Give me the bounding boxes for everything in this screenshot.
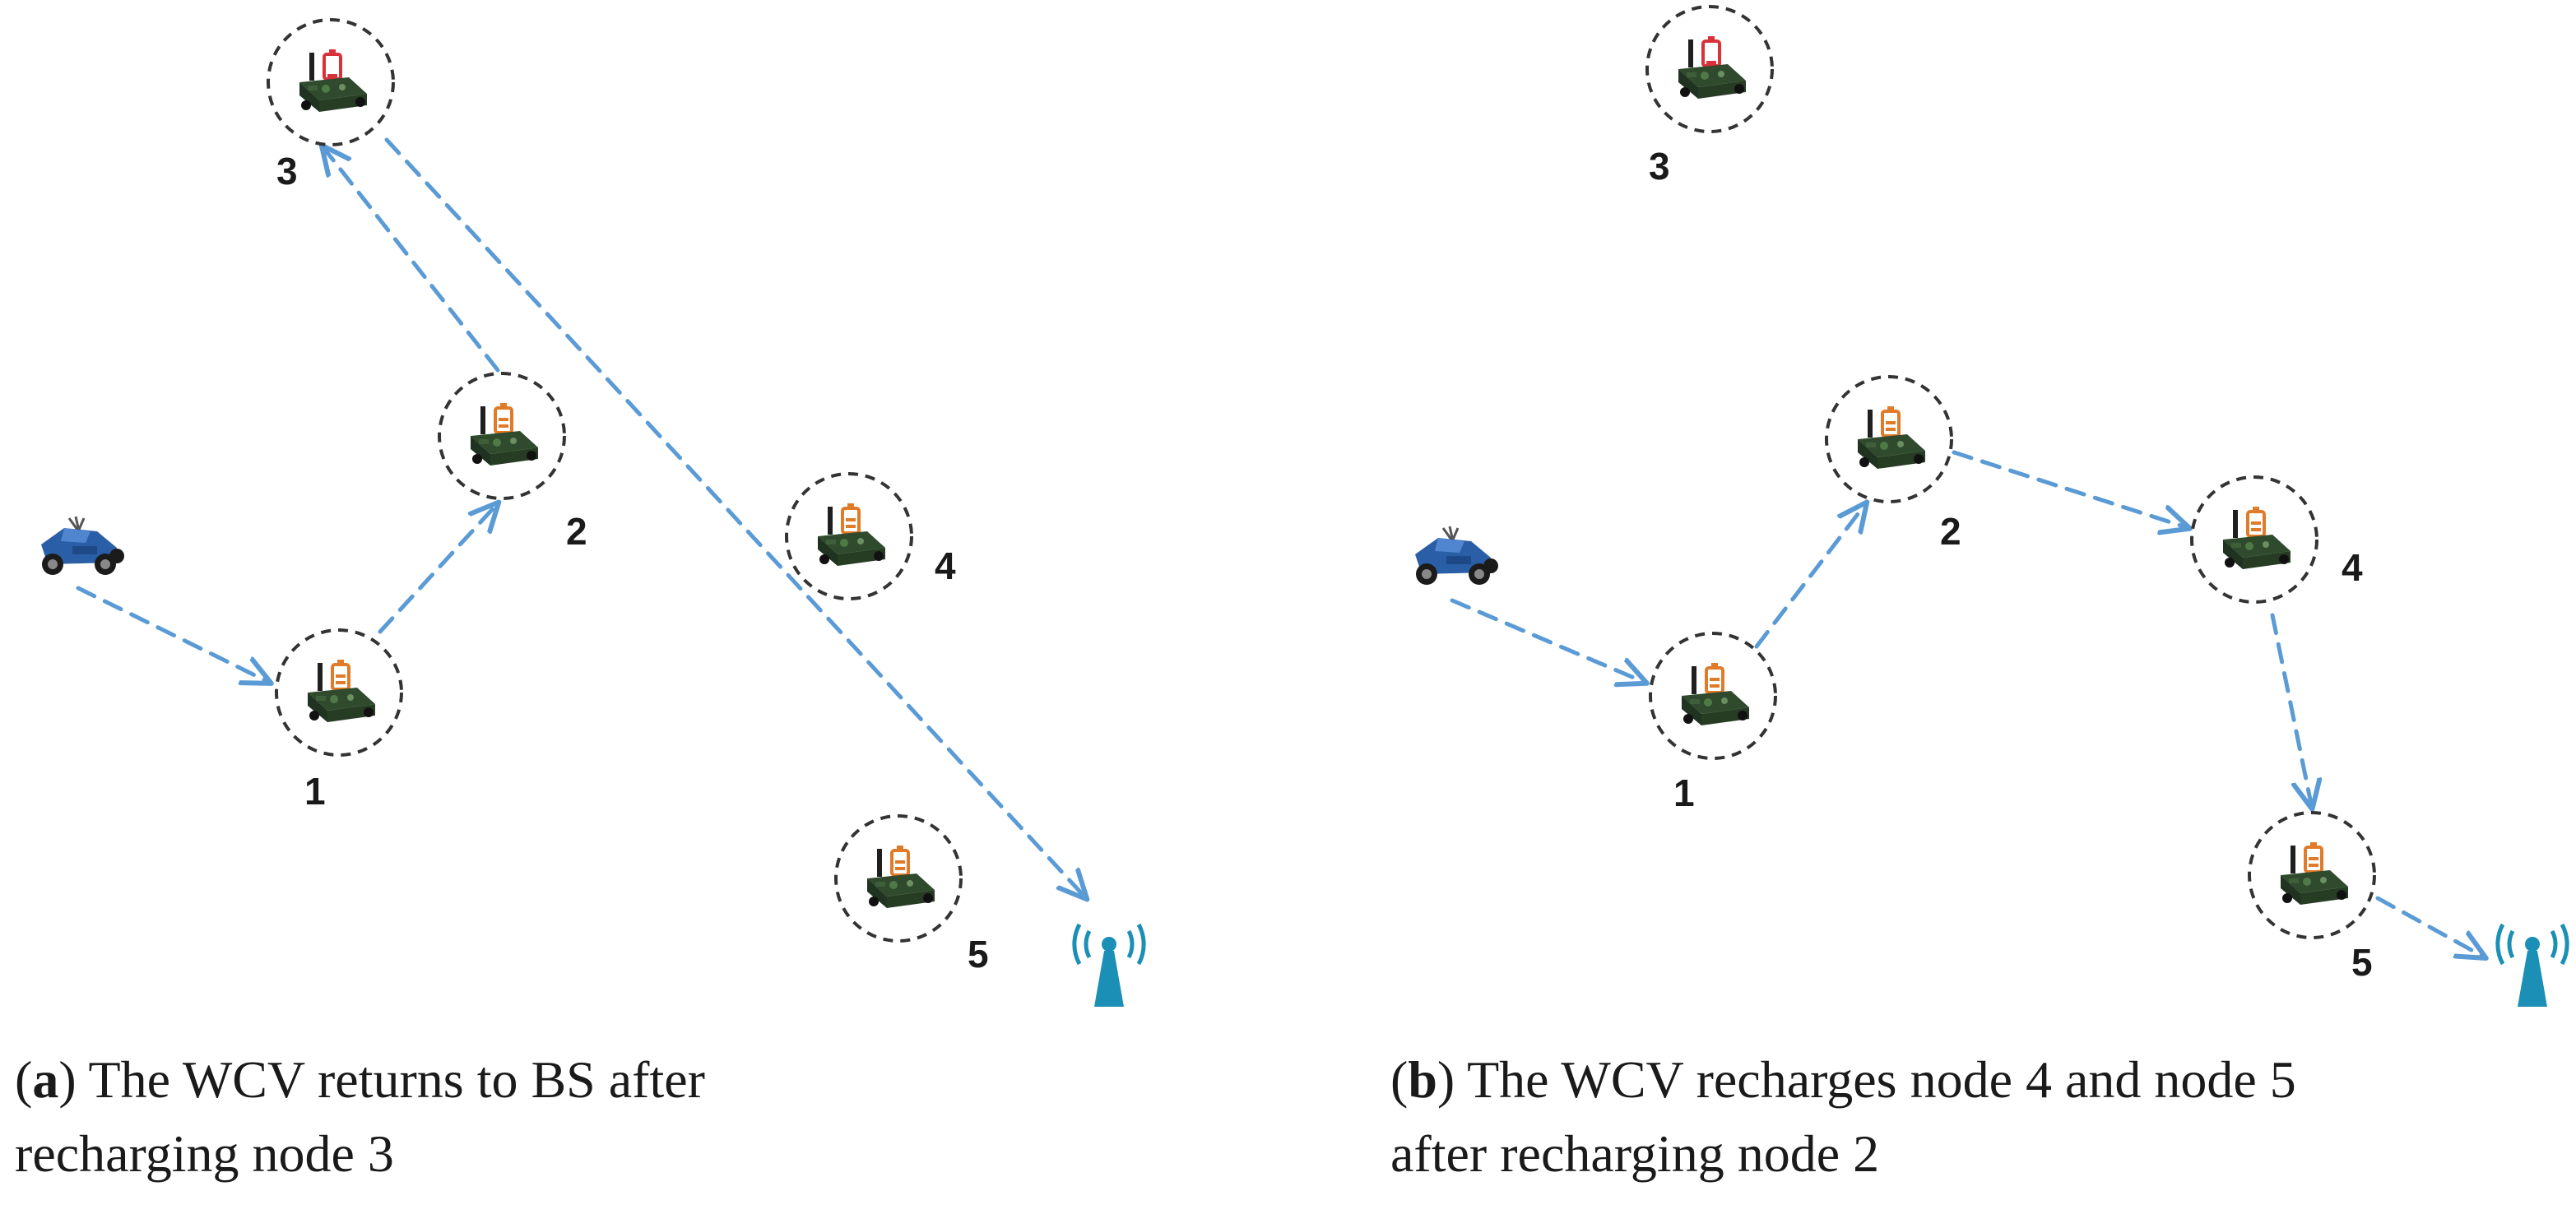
path-wcv-to-node-1 <box>76 586 270 683</box>
path-node-4-to-node-5 <box>2270 613 2312 808</box>
node-4: 4 <box>785 472 956 600</box>
node-2: 2 <box>1825 375 1961 553</box>
caption-letter: b <box>1408 1050 1437 1109</box>
node-ring <box>1645 5 1774 133</box>
node-label: 4 <box>2342 546 2363 589</box>
wcv-vehicle-icon <box>1413 525 1500 586</box>
node-ring <box>438 372 566 500</box>
sensor-node-icon <box>306 658 377 724</box>
node-ring <box>2248 811 2376 939</box>
node-label: 4 <box>935 544 956 587</box>
caption-b: (b) The WCV recharges node 4 and node 5 … <box>1390 1043 2296 1191</box>
node-3: 3 <box>267 18 395 192</box>
caption-a-line1: (a) The WCV returns to BS after <box>15 1043 705 1117</box>
caption-text: ) The WCV returns to BS after <box>58 1050 705 1109</box>
sensor-node-icon <box>298 48 369 114</box>
node-ring <box>834 814 963 943</box>
caption-b-line1: (b) The WCV recharges node 4 and node 5 <box>1390 1043 2296 1117</box>
caption-paren: ( <box>15 1050 33 1109</box>
node-ring <box>2190 475 2318 604</box>
wcv-vehicle-icon <box>39 515 126 577</box>
base-station-icon <box>1074 924 1144 1007</box>
node-1: 1 <box>1649 632 1777 814</box>
path-node-1-to-node-2 <box>1754 503 1866 649</box>
node-label: 3 <box>276 150 298 192</box>
path-node-2-to-node-4 <box>1952 450 2188 528</box>
sensor-node-icon <box>2279 841 2350 906</box>
sensor-node-icon <box>866 844 936 910</box>
sensor-node-icon <box>469 401 540 467</box>
caption-a: (a) The WCV returns to BS after rechargi… <box>15 1043 705 1191</box>
node-ring <box>267 18 395 146</box>
node-label: 2 <box>1940 510 1961 553</box>
node-ring <box>785 472 913 600</box>
node-2: 2 <box>438 372 587 553</box>
sensor-node-icon <box>1680 661 1751 727</box>
node-label: 1 <box>304 770 326 813</box>
node-label: 5 <box>968 933 989 975</box>
node-ring <box>1649 632 1777 760</box>
node-label: 5 <box>2351 941 2373 984</box>
path-node-2-to-node-3 <box>323 146 500 373</box>
panel-b: 1 2 3 4 5 <box>1413 5 2567 1007</box>
sensor-node-icon <box>1856 405 1927 470</box>
path-node-5-to-bs <box>2375 896 2485 957</box>
caption-b-line2: after recharging node 2 <box>1390 1124 1880 1183</box>
node-4: 4 <box>2190 475 2363 604</box>
node-1: 1 <box>275 628 403 813</box>
sensor-node-icon <box>1677 35 1748 100</box>
node-ring <box>275 628 403 757</box>
node-5: 5 <box>2248 811 2376 984</box>
base-station-icon <box>2498 924 2567 1007</box>
node-label: 1 <box>1673 771 1695 814</box>
path-wcv-to-node-1 <box>1450 598 1645 683</box>
caption-text: ) The WCV recharges node 4 and node 5 <box>1437 1050 2296 1109</box>
path-node-1-to-node-2 <box>378 503 498 634</box>
caption-paren: ( <box>1390 1050 1409 1109</box>
node-3: 3 <box>1645 5 1774 188</box>
caption-a-line2: recharging node 3 <box>15 1124 394 1183</box>
panel-a: 1 2 3 4 5 <box>39 18 1144 1007</box>
sensor-node-icon <box>816 502 887 568</box>
node-label: 2 <box>566 510 587 553</box>
path-node-3-to-bs <box>384 137 1086 898</box>
node-ring <box>1825 375 1953 503</box>
sensor-node-icon <box>2221 505 2292 571</box>
caption-letter: a <box>32 1050 59 1109</box>
node-5: 5 <box>834 814 989 975</box>
node-label: 3 <box>1649 145 1670 188</box>
